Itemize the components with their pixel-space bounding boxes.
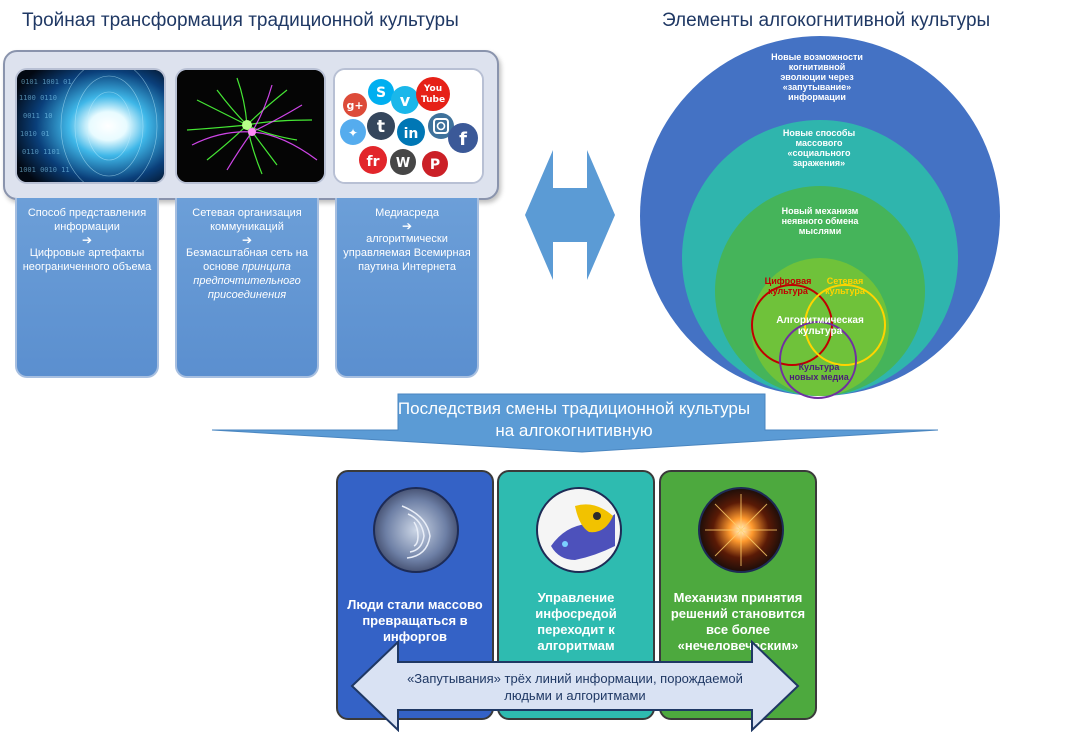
consequences-banner-text: Последствия смены традиционной культуры … <box>397 399 751 440</box>
column-information-representation: Способ представления информации ➔ Цифров… <box>15 198 159 378</box>
inforg-head-image <box>373 487 459 573</box>
social-media-image: g+ S v You Tube ✦ t in f fr W P <box>333 68 484 184</box>
column-3-line1: Медиасреда <box>375 207 439 219</box>
entanglement-double-arrow <box>350 640 800 732</box>
algorithmic-culture-label: Алгоритмическая культура <box>776 315 864 337</box>
column-3-line2: алгоритмически управляемая Всемирная пау… <box>343 233 471 273</box>
svg-text:0011 10: 0011 10 <box>23 112 53 120</box>
third-circle-label: Новый механизм неявного обмена мыслями <box>781 206 859 236</box>
linkedin-icon: in <box>404 126 419 142</box>
firework-image <box>698 487 784 573</box>
instagram-icon <box>433 118 449 134</box>
twitter-icon: ✦ <box>348 126 358 140</box>
double-arrow-shape <box>525 150 615 280</box>
column-1-line1: Способ представления информации <box>27 207 147 233</box>
tumblr-icon: t <box>377 117 385 137</box>
inner-circle <box>751 258 889 396</box>
network-culture-label: Сетевая культура <box>825 276 865 296</box>
svg-text:0110 1101: 0110 1101 <box>22 148 60 156</box>
column-1-line2: Цифровые артефакты неограниченного объем… <box>22 247 152 273</box>
wordpress-icon: W <box>396 156 410 171</box>
google-plus-icon: g+ <box>346 99 363 112</box>
column-network-organization: Сетевая организация коммуникаций ➔ Безма… <box>175 198 319 378</box>
youtube-icon: You <box>423 84 442 94</box>
digital-culture-label: Цифровая культура <box>764 276 812 296</box>
information-flow-image <box>536 487 622 573</box>
card-inforgs-text: Люди стали массово превращаться в инфорг… <box>347 597 483 644</box>
facebook-icon: f <box>459 129 467 150</box>
second-circle-label: Новые способы массового «социального зар… <box>782 128 856 168</box>
outer-circle-label: Новые возможности когнитивной эволюции ч… <box>771 52 863 102</box>
card-algorithms-text: Управление инфосредой переходит к алгори… <box>535 590 617 653</box>
vimeo-icon: v <box>400 91 411 110</box>
column-2-arrow: ➔ <box>241 233 253 247</box>
digital-artifacts-image: 0101 1001 01 1100 0110 0011 10 1010 01 0… <box>15 68 166 184</box>
entanglement-text: «Запутывания» трёх линий информации, пор… <box>407 671 743 703</box>
new-media-culture-ring <box>779 321 857 399</box>
svg-text:0101 1001 01: 0101 1001 01 <box>21 78 72 86</box>
pinterest-icon: P <box>430 157 440 173</box>
nested-circles-diagram <box>640 36 1000 399</box>
friendfeed-icon: fr <box>367 154 380 170</box>
svg-text:1100 0110: 1100 0110 <box>19 94 57 102</box>
column-1-arrow: ➔ <box>81 233 93 247</box>
skype-icon: S <box>376 85 386 101</box>
column-2-line1: Сетевая организация коммуникаций <box>192 207 302 233</box>
column-2-line2: Безмасштабная сеть на основе <box>186 247 308 273</box>
new-media-culture-label: Культура новых медиа <box>789 362 849 382</box>
column-media-environment: Медиасреда ➔ алгоритмически управляемая … <box>335 198 479 378</box>
svg-text:1010 01: 1010 01 <box>20 130 50 138</box>
column-2-line2-italic: принципа предпочтительного присоединения <box>193 261 301 301</box>
card-decisions-text: Механизм принятия решений становится все… <box>670 590 806 653</box>
consequences-banner-arrow <box>211 393 939 453</box>
svg-text:Tube: Tube <box>421 95 445 105</box>
right-title: Элементы алгокогнитивной культуры <box>662 10 991 31</box>
left-title: Тройная трансформация традиционной культ… <box>22 10 459 31</box>
column-3-arrow: ➔ <box>401 219 413 233</box>
svg-text:1001 0010 11: 1001 0010 11 <box>19 166 70 174</box>
neural-network-image <box>175 68 326 184</box>
